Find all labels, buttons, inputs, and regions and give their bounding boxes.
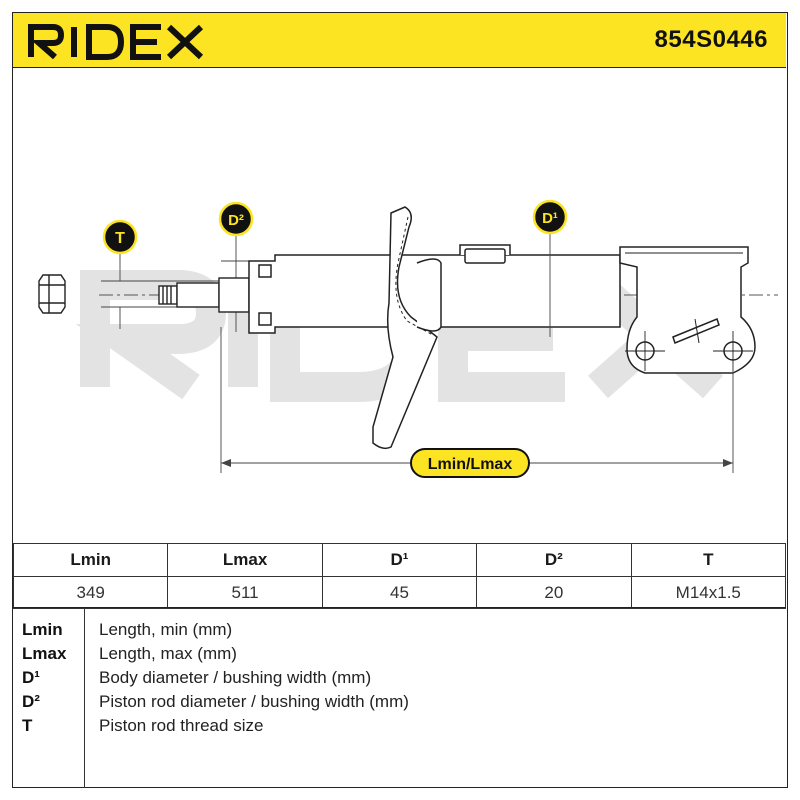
spec-value-lmax: 511 — [167, 576, 323, 609]
spec-header-d2: D² — [476, 543, 632, 577]
spec-table-header-row: Lmin Lmax D¹ D² T — [12, 543, 787, 577]
spring-seat — [372, 206, 442, 450]
callout-t-label: T — [115, 230, 125, 247]
spec-table: Lmin Lmax D¹ D² T 349 511 45 20 M14x1.5 — [12, 543, 787, 609]
legend-desc: Length, min (mm) — [99, 620, 233, 639]
legend-row: D¹ Body diameter / bushing width (mm) — [13, 668, 786, 691]
legend-row: T Piston rod thread size — [13, 716, 786, 739]
spec-header-lmax: Lmax — [167, 543, 323, 577]
spec-value-d1: 45 — [321, 576, 478, 609]
spec-header-t: T — [630, 543, 787, 577]
legend-key: D² — [22, 692, 40, 711]
legend-key: D¹ — [22, 668, 40, 687]
callout-d1-label: D¹ — [542, 210, 558, 227]
spec-value-lmin: 349 — [12, 576, 169, 609]
technical-drawing: T D² D¹ Lmin/Lmax — [38, 199, 778, 478]
legend-key: T — [22, 716, 33, 735]
callout-d1: D¹ — [532, 199, 568, 235]
spec-header-lmin: Lmin — [12, 543, 169, 577]
spec-header-d1: D¹ — [321, 543, 478, 577]
legend-desc: Piston rod diameter / bushing width (mm) — [99, 692, 409, 711]
header-bar: 854S0446 — [13, 13, 786, 68]
callout-t: T — [102, 219, 138, 255]
legend-row: Lmin Length, min (mm) — [13, 620, 786, 643]
legend-key: Lmin — [22, 620, 63, 639]
part-number: 854S0446 — [654, 26, 768, 53]
legend: Lmin Length, min (mm) Lmax Length, max (… — [13, 607, 786, 788]
legend-row: Lmax Length, max (mm) — [13, 644, 786, 667]
callout-d2: D² — [218, 201, 254, 237]
spec-value-d2: 20 — [476, 576, 632, 609]
piston-rod — [158, 277, 250, 313]
nut-part — [38, 274, 66, 314]
legend-desc: Piston rod thread size — [99, 716, 264, 735]
legend-divider — [84, 608, 85, 788]
legend-row: D² Piston rod diameter / bushing width (… — [13, 692, 786, 715]
datasheet: 854S0446 — [12, 12, 788, 788]
legend-desc: Body diameter / bushing width (mm) — [99, 668, 372, 687]
knuckle-mount — [619, 246, 756, 374]
callout-length: Lmin/Lmax — [410, 448, 530, 478]
spec-table-value-row: 349 511 45 20 M14x1.5 — [12, 576, 787, 609]
brand-logo — [28, 24, 204, 60]
legend-key: Lmax — [22, 644, 67, 663]
callout-d2-label: D² — [228, 212, 244, 229]
legend-desc: Length, max (mm) — [99, 644, 237, 663]
callout-length-label: Lmin/Lmax — [428, 456, 513, 473]
spec-value-t: M14x1.5 — [630, 576, 787, 609]
